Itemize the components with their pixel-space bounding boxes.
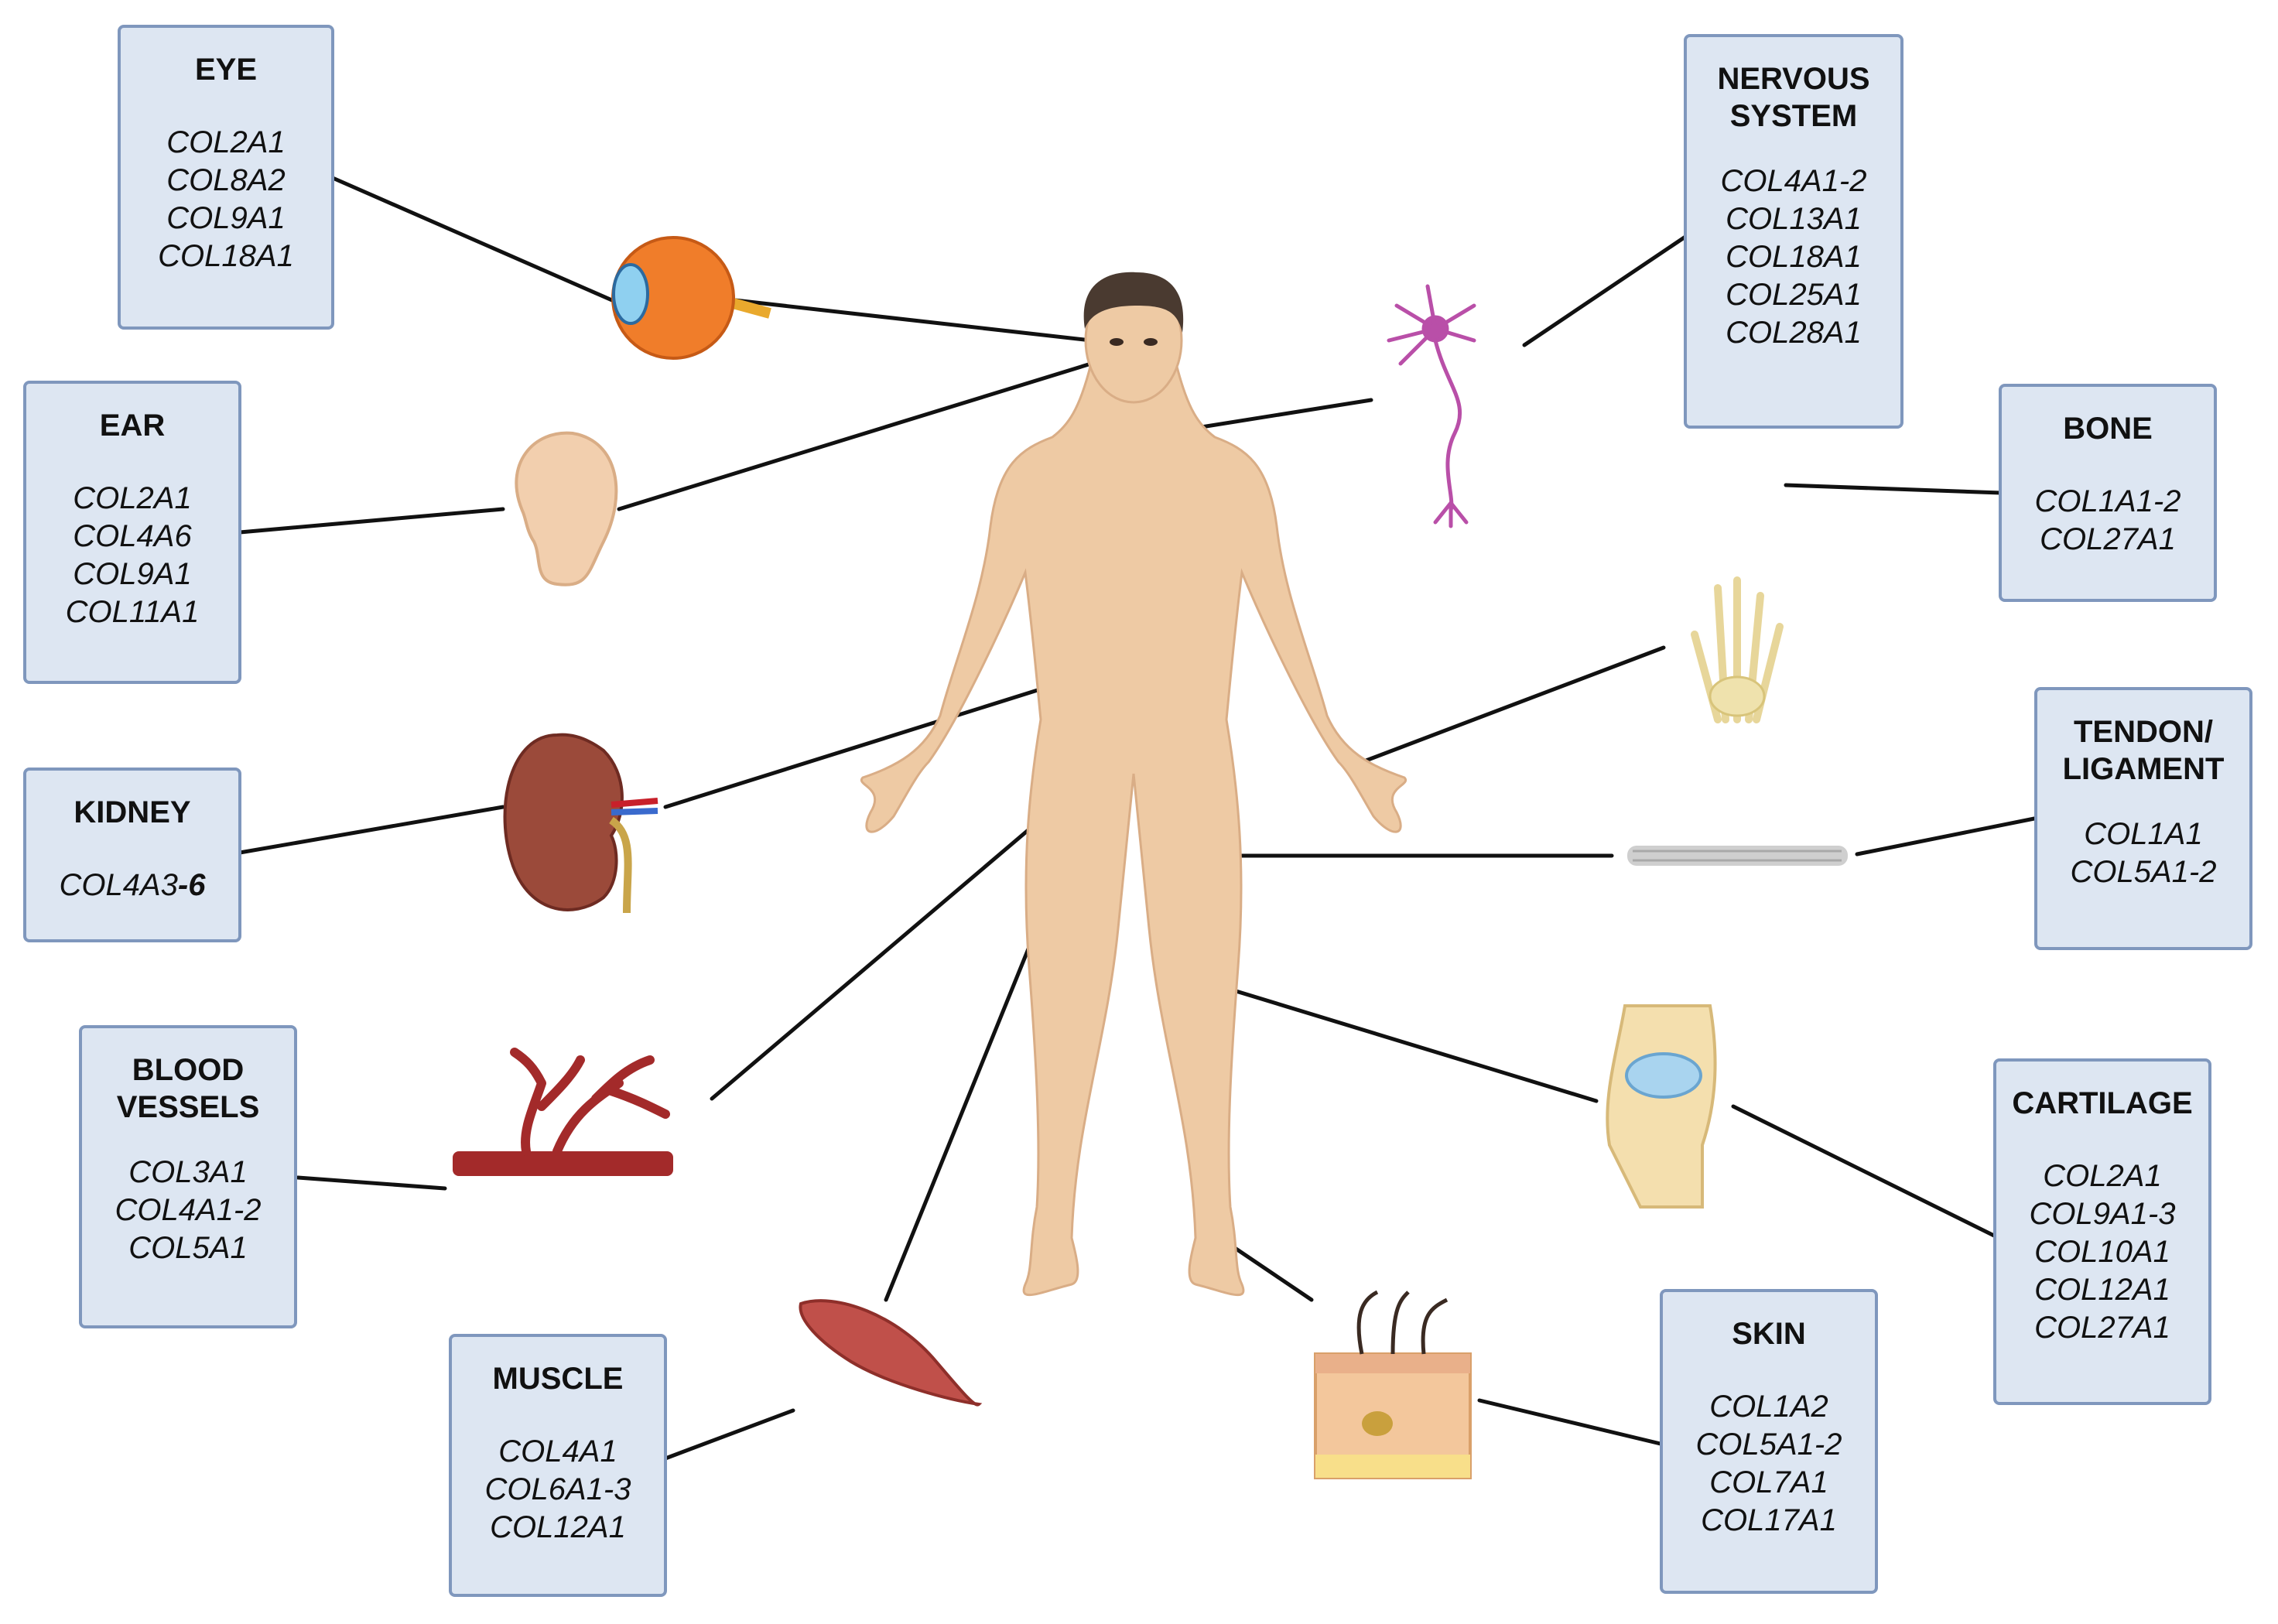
box-title: EYE [194, 53, 258, 87]
cartilage-box: CARTILAGE COL2A1 COL9A1-3 COL10A1 COL12A… [1993, 1058, 2211, 1405]
box-title: CARTILAGE [2012, 1086, 2193, 1120]
kidney-icon [503, 733, 658, 914]
face-details [1110, 338, 1158, 346]
muscle-box: MUSCLE COL4A1 COL6A1-3 COL12A1 [449, 1334, 667, 1597]
box-title: TENDON/ LIGAMENT [2062, 715, 2225, 786]
gene-suffix: -6 [177, 868, 206, 902]
gene-list: COL4A3-6 [26, 867, 238, 904]
bone-box: BONE COL1A1-2 COL27A1 [1999, 384, 2217, 602]
box-title: SKIN [1732, 1317, 1806, 1351]
neuron-icon [1387, 284, 1476, 528]
gene-item: COL3A1 [128, 1155, 248, 1189]
gene-item: COL12A1 [2034, 1273, 2170, 1307]
box-title: BLOOD VESSELS [116, 1053, 260, 1124]
gene-item: COL28A1 [1726, 316, 1862, 350]
blood-vessels-box: BLOOD VESSELS COL3A1 COL4A1-2 COL5A1 [79, 1025, 297, 1328]
gene-item: COL27A1 [2034, 1311, 2170, 1345]
muscle-icon [799, 1299, 983, 1407]
gene-list: COL1A1-2 COL27A1 [2002, 483, 2214, 559]
gene-item: COL9A1-3 [2029, 1197, 2176, 1231]
box-title: BONE [2063, 412, 2153, 446]
gene-list: COL1A2 COL5A1-2 COL7A1 COL17A1 [1663, 1388, 1875, 1540]
gene-item: COL2A1 [166, 125, 286, 159]
gene-item: COL4A1-2 [115, 1193, 262, 1227]
gene-item: COL5A1-2 [1695, 1427, 1842, 1462]
human-body [860, 277, 1408, 1297]
tendon-ligament-box: TENDON/ LIGAMENT COL1A1 COL5A1-2 [2034, 687, 2252, 950]
gene-item: COL5A1 [128, 1231, 248, 1265]
gene-list: COL1A1 COL5A1-2 [2037, 815, 2249, 891]
eye-box: EYE COL2A1 COL8A2 COL9A1 COL18A1 [118, 25, 334, 330]
gene-item: COL4A3-6 [26, 867, 238, 904]
gene-item: COL4A6 [73, 519, 192, 553]
blood-vessel-icon [453, 1048, 673, 1176]
gene-item: COL1A1 [2084, 817, 2203, 851]
box-title: EAR [99, 409, 166, 443]
tendon-icon [1627, 846, 1848, 866]
gene-list: COL3A1 COL4A1-2 COL5A1 [82, 1154, 294, 1267]
gene-item: COL13A1 [1726, 202, 1862, 236]
knee-icon [1606, 1004, 1717, 1209]
gene-item: COL2A1 [2043, 1159, 2162, 1193]
gene-prefix: COL4A3 [59, 868, 178, 902]
eye-icon [611, 236, 771, 360]
gene-item: COL1A2 [1709, 1390, 1828, 1424]
box-title: MUSCLE [492, 1362, 624, 1396]
gene-item: COL11A1 [65, 595, 200, 629]
box-title: NERVOUS SYSTEM [1717, 62, 1870, 133]
nervous-system-box: NERVOUS SYSTEM COL4A1-2 COL13A1 COL18A1 … [1684, 34, 1903, 429]
gene-list: COL2A1 COL9A1-3 COL10A1 COL12A1 COL27A1 [1996, 1157, 2208, 1347]
kidney-box: KIDNEY COL4A3-6 [23, 768, 241, 942]
gene-item: COL18A1 [1726, 240, 1862, 274]
gene-item: COL9A1 [73, 557, 192, 591]
gene-item: COL12A1 [490, 1510, 626, 1544]
ear-icon [515, 431, 618, 586]
gene-item: COL2A1 [73, 481, 192, 515]
gene-item: COL17A1 [1701, 1503, 1837, 1537]
gene-item: COL10A1 [2034, 1235, 2170, 1269]
box-title: KIDNEY [74, 795, 191, 829]
gene-item: COL7A1 [1709, 1465, 1828, 1499]
gene-item: COL9A1 [166, 201, 286, 235]
gene-item: COL18A1 [158, 239, 294, 273]
gene-item: COL4A1 [498, 1434, 617, 1468]
gene-item: COL1A1-2 [2034, 484, 2181, 518]
gene-item: COL25A1 [1726, 278, 1862, 312]
gene-item: COL27A1 [2040, 522, 2176, 556]
ear-box: EAR COL2A1 COL4A6 COL9A1 COL11A1 [23, 381, 241, 684]
gene-item: COL8A2 [166, 163, 286, 197]
gene-list: COL2A1 COL4A6 COL9A1 COL11A1 [26, 480, 238, 631]
gene-item: COL5A1-2 [2070, 855, 2217, 889]
gene-item: COL4A1-2 [1720, 164, 1867, 198]
skin-box: SKIN COL1A2 COL5A1-2 COL7A1 COL17A1 [1660, 1289, 1878, 1594]
gene-list: COL2A1 COL8A2 COL9A1 COL18A1 [121, 124, 331, 275]
gene-list: COL4A1-2 COL13A1 COL18A1 COL25A1 COL28A1 [1687, 162, 1900, 352]
hair [1083, 272, 1184, 333]
skin-icon [1314, 1290, 1472, 1479]
hand-bone-icon [1691, 576, 1784, 723]
gene-list: COL4A1 COL6A1-3 COL12A1 [452, 1433, 664, 1547]
gene-item: COL6A1-3 [484, 1472, 631, 1506]
